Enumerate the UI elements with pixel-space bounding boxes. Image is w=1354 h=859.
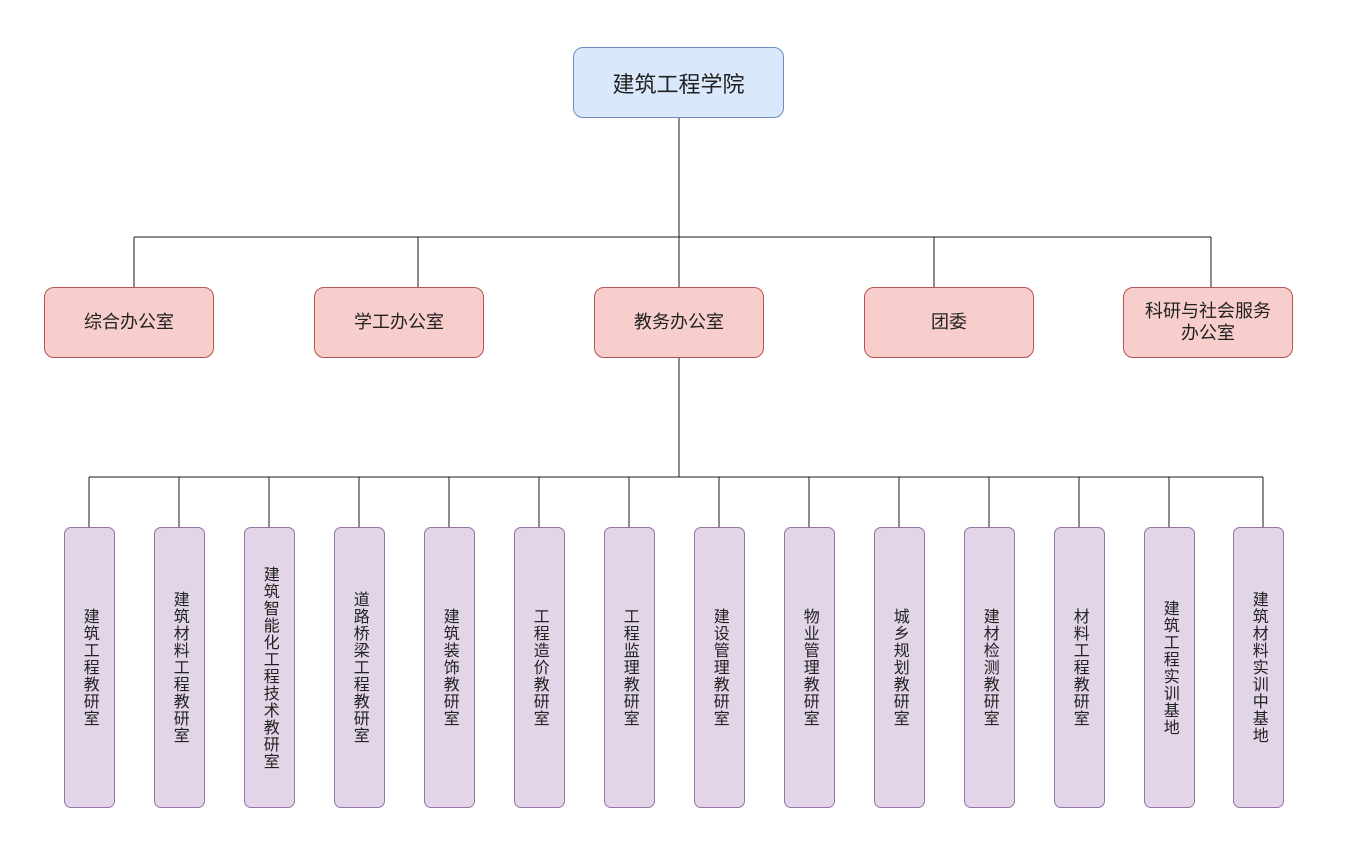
room-node-2: 建筑材料工程教研室 [154,527,205,808]
office-academic-affairs: 教务办公室 [594,287,764,358]
room-node-1: 建筑工程教研室 [64,527,115,808]
office-label-line-1: 科研与社会服务 [1145,300,1271,322]
room-node-13: 建筑工程实训基地 [1144,527,1195,808]
room-label: 建筑工程教研室 [80,608,100,727]
room-label: 城乡规划教研室 [890,608,910,727]
room-node-9: 物业管理教研室 [784,527,835,808]
office-student-affairs: 学工办公室 [314,287,484,358]
room-label: 工程监理教研室 [620,608,640,727]
room-label: 建设管理教研室 [710,608,730,727]
college-label: 建筑工程学院 [612,72,745,98]
office-label: 团委 [931,311,967,333]
room-label: 建筑装饰教研室 [440,608,460,727]
room-node-4: 道路桥梁工程教研室 [334,527,385,808]
office-youth-league: 团委 [864,287,1034,358]
room-label: 建筑智能化工程技术教研室 [260,565,280,770]
office-research-service: 科研与社会服务 办公室 [1123,287,1293,358]
room-node-8: 建设管理教研室 [694,527,745,808]
office-label-line-2: 办公室 [1181,322,1235,344]
room-node-3: 建筑智能化工程技术教研室 [244,527,295,808]
room-label: 建材检测教研室 [980,608,1000,727]
room-node-5: 建筑装饰教研室 [424,527,475,808]
room-label: 建筑材料实训中基地 [1249,591,1269,744]
office-label: 学工办公室 [354,311,444,333]
room-label: 工程造价教研室 [530,608,550,727]
office-label: 教务办公室 [634,311,724,333]
room-node-14: 建筑材料实训中基地 [1233,527,1284,808]
room-node-7: 工程监理教研室 [604,527,655,808]
room-node-11: 建材检测教研室 [964,527,1015,808]
office-general: 综合办公室 [44,287,214,358]
room-label: 道路桥梁工程教研室 [350,591,370,744]
room-label: 建筑工程实训基地 [1160,599,1180,736]
room-label: 材料工程教研室 [1070,608,1090,727]
room-label: 建筑材料工程教研室 [170,591,190,744]
office-label: 综合办公室 [84,311,174,333]
room-node-6: 工程造价教研室 [514,527,565,808]
room-node-12: 材料工程教研室 [1054,527,1105,808]
room-node-10: 城乡规划教研室 [874,527,925,808]
college-node: 建筑工程学院 [573,47,784,118]
room-label: 物业管理教研室 [800,608,820,727]
